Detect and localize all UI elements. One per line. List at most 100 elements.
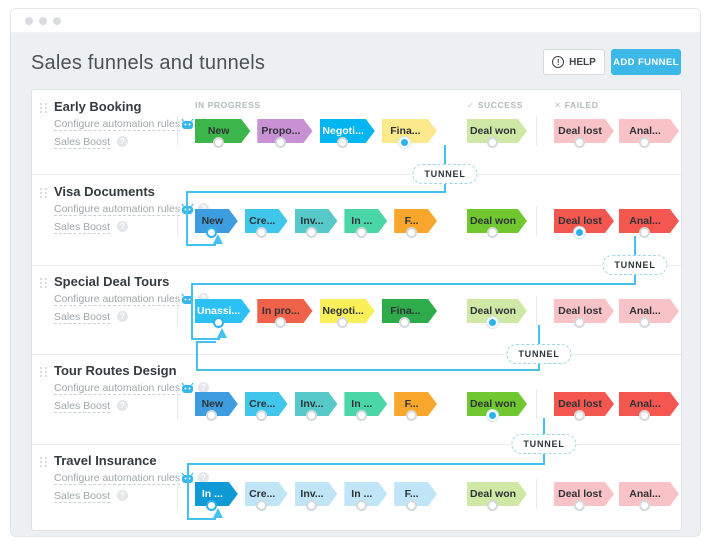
stage-dot[interactable] [256, 227, 268, 238]
question-icon[interactable]: ? [198, 382, 209, 393]
question-icon[interactable]: ? [198, 472, 209, 483]
funnel-name: Tour Routes Design [54, 363, 177, 378]
configure-automation-link[interactable]: Configure automation rules [54, 203, 181, 216]
column-header-success: ✓ SUCCESS [467, 100, 523, 110]
stage-label: Unassi... [197, 305, 241, 317]
drag-handle-icon[interactable] [40, 103, 47, 114]
chrome-dot[interactable] [53, 17, 61, 25]
stage-label: Deal lost [558, 215, 602, 227]
stage-chip[interactable]: Propo... [257, 119, 312, 143]
automation-bot-icon [180, 471, 195, 483]
stage-chip[interactable]: In ... [344, 392, 387, 416]
configure-automation-link[interactable]: Configure automation rules [54, 472, 181, 485]
stage-label: New [201, 215, 224, 227]
drag-handle-icon[interactable] [40, 457, 47, 468]
stage-dot[interactable] [355, 410, 367, 421]
funnel-name: Early Booking [54, 99, 142, 114]
add-funnel-button[interactable]: ADD FUNNEL [611, 49, 681, 75]
stage-label: Deal won [469, 488, 517, 500]
stage-dot[interactable] [639, 317, 650, 328]
stage-dot[interactable] [306, 410, 317, 421]
browser-chrome [11, 9, 700, 33]
configure-automation-link[interactable]: Configure automation rules [54, 118, 181, 131]
stage-label: Inv... [300, 398, 324, 410]
stage-label: Inv... [300, 215, 324, 227]
stage-label: Deal lost [558, 488, 602, 500]
stage-dot[interactable] [306, 227, 317, 238]
tunnel-pill[interactable]: TUNNEL [602, 255, 668, 275]
question-icon[interactable]: ? [117, 136, 128, 147]
stage-dot[interactable] [206, 227, 218, 238]
tunnel-pill[interactable]: TUNNEL [412, 164, 478, 184]
stage-dot[interactable] [355, 500, 367, 511]
stage-dot[interactable] [487, 137, 498, 148]
drag-handle-icon[interactable] [40, 188, 47, 199]
question-icon[interactable]: ? [117, 221, 128, 232]
stage-dot[interactable] [639, 227, 650, 238]
stage-dot[interactable] [274, 137, 286, 148]
stage-dot[interactable] [639, 137, 650, 148]
configure-automation-link[interactable]: Configure automation rules [54, 293, 181, 306]
stage-label: Deal won [469, 398, 517, 410]
stage-dot[interactable] [574, 410, 585, 421]
column-header-failed: ✕ FAILED [554, 100, 599, 110]
tunnel-pill[interactable]: TUNNEL [511, 434, 577, 454]
stage-dot[interactable] [574, 500, 585, 511]
stage-dot[interactable] [639, 410, 650, 421]
stage-dot[interactable] [405, 410, 417, 421]
stage-dot[interactable] [256, 500, 268, 511]
stage-dot[interactable] [399, 317, 411, 328]
stage-dot[interactable] [405, 500, 417, 511]
row-separator [32, 444, 681, 445]
stage-dot[interactable] [487, 500, 498, 511]
configure-automation-link[interactable]: Configure automation rules [54, 382, 181, 395]
stage-dot[interactable] [487, 317, 498, 328]
help-button[interactable]: ! HELP [543, 49, 605, 75]
stage-dot[interactable] [487, 410, 498, 421]
drag-handle-icon[interactable] [40, 367, 47, 378]
question-icon[interactable]: ? [117, 311, 128, 322]
stage-dot[interactable] [337, 317, 349, 328]
stage-dot[interactable] [212, 317, 224, 328]
row-separator [32, 354, 681, 355]
stage-chip[interactable]: Cre... [245, 392, 288, 416]
stage-dot[interactable] [574, 317, 585, 328]
stage-chip[interactable]: F... [394, 392, 437, 416]
stage-dot[interactable] [405, 227, 417, 238]
stage-chip[interactable]: Deal lost [554, 119, 614, 143]
stage-dot[interactable] [399, 137, 411, 148]
sales-boost-link[interactable]: Sales Boost [54, 136, 111, 149]
sales-boost-link[interactable]: Sales Boost [54, 311, 111, 324]
chrome-dot[interactable] [39, 17, 47, 25]
stage-dot[interactable] [639, 500, 650, 511]
stage-label: F... [404, 488, 419, 500]
sales-boost-link[interactable]: Sales Boost [54, 221, 111, 234]
stage-dot[interactable] [355, 227, 367, 238]
drag-handle-icon[interactable] [40, 278, 47, 289]
question-icon[interactable]: ? [117, 490, 128, 501]
question-icon[interactable]: ? [117, 400, 128, 411]
stage-dot[interactable] [337, 137, 349, 148]
add-funnel-label: ADD FUNNEL [613, 56, 679, 68]
stage-dot[interactable] [212, 137, 224, 148]
stage-dot[interactable] [306, 500, 317, 511]
funnel-name: Special Deal Tours [54, 274, 170, 289]
info-column-divider [177, 116, 178, 146]
section-divider [536, 296, 537, 326]
stage-dot[interactable] [487, 227, 498, 238]
stage-chip[interactable]: Deal lost [554, 482, 614, 506]
stage-dot[interactable] [574, 227, 585, 238]
tunnel-pill[interactable]: TUNNEL [506, 344, 572, 364]
sales-boost-link[interactable]: Sales Boost [54, 490, 111, 503]
sales-boost-link[interactable]: Sales Boost [54, 400, 111, 413]
stage-dot[interactable] [574, 137, 585, 148]
chrome-dot[interactable] [25, 17, 33, 25]
stage-dot[interactable] [274, 317, 286, 328]
stage-dot[interactable] [206, 500, 218, 511]
stage-dot[interactable] [256, 410, 268, 421]
stage-dot[interactable] [206, 410, 218, 421]
